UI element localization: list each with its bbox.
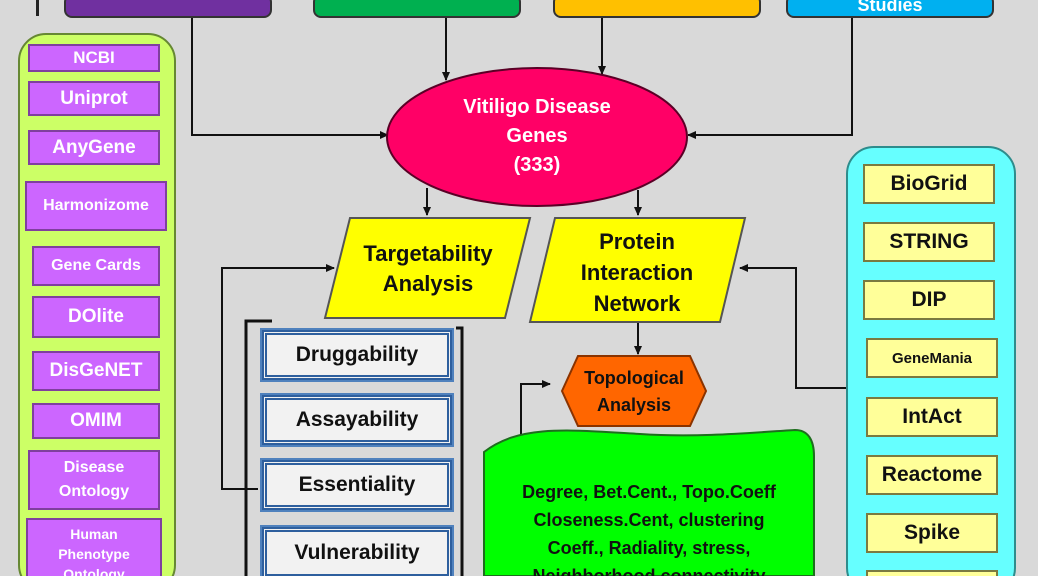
topological-line: Analysis: [596, 395, 672, 415]
database-partial: [866, 570, 998, 576]
database-label: Human Phenotype Ontology: [58, 526, 130, 576]
targetability-line: Analysis: [382, 271, 474, 296]
database-label: STRING: [889, 230, 969, 253]
connector-arrow: [221, 264, 335, 490]
connector-arrow: [687, 18, 853, 139]
vitiligo-genes-ellipse: [386, 67, 688, 207]
database-uniprot: Uniprot: [28, 81, 160, 116]
database-string: STRING: [863, 222, 995, 262]
metric-essentiality: Essentiality: [260, 458, 454, 512]
top-source-label: Studies: [857, 0, 923, 15]
database-label: Spike: [903, 521, 961, 544]
database-label: Gene Cards: [51, 257, 141, 274]
database-spike: Spike: [866, 513, 998, 553]
database-biogrid: BioGrid: [863, 164, 995, 204]
database-human-phenotype-ontology: Human Phenotype Ontology: [26, 518, 162, 576]
database-label: BioGrid: [890, 172, 968, 195]
database-label: NCBI: [73, 48, 115, 67]
network-measures-text: Degree, Bet.Cent., Topo.Coeff Closeness.…: [484, 478, 814, 576]
database-label: DisGeNET: [49, 360, 143, 381]
metric-label: Vulnerability: [294, 541, 420, 564]
database-label: Harmonizome: [43, 197, 149, 214]
metric-druggability: Druggability: [260, 328, 454, 382]
database-anygene: AnyGene: [28, 130, 160, 165]
database-disgenet: DisGeNET: [32, 351, 160, 391]
topological-label: Topological Analysis: [564, 365, 704, 419]
database-gene-cards: Gene Cards: [32, 246, 160, 286]
metric-vulnerability: Vulnerability: [260, 525, 454, 576]
ppi-line: Interaction: [580, 260, 694, 285]
topological-line: Topological: [584, 368, 684, 388]
left-edge-line: [36, 0, 39, 16]
database-ncbi: NCBI: [28, 44, 160, 72]
connector-arrow: [191, 18, 389, 139]
database-label: AnyGene: [52, 136, 136, 158]
metrics-bracket: [244, 319, 272, 576]
targetability-label: Targetability Analysis: [338, 239, 518, 299]
database-omim: OMIM: [32, 403, 160, 439]
network-measure-line: Closeness.Cent, clustering: [533, 510, 765, 530]
metric-label: Essentiality: [298, 473, 416, 496]
database-label: GeneMania: [891, 349, 973, 367]
metric-label: Druggability: [295, 343, 419, 366]
database-dip: DIP: [863, 280, 995, 320]
ppi-line: Protein: [599, 229, 675, 254]
database-label: DOlite: [68, 306, 124, 327]
targetability-parallelogram: [323, 217, 532, 319]
genes-label-line: Genes: [506, 125, 568, 147]
ppi-parallelogram: [528, 217, 747, 323]
network-measures-shape: [483, 428, 815, 576]
topological-hexagon: [560, 355, 708, 427]
genes-label: Vitiligo Disease Genes (333): [437, 93, 637, 180]
ppi-label: Protein Interaction Network: [547, 226, 727, 319]
database-label: OMIM: [70, 410, 122, 431]
database-intact: IntAct: [866, 397, 998, 437]
metric-label: Assayability: [295, 408, 419, 431]
database-label: IntAct: [902, 405, 962, 428]
database-harmonizome: Harmonizome: [25, 181, 167, 231]
database-label: Reactome: [881, 463, 983, 486]
top-source-box-1: [64, 0, 272, 18]
database-dolite: DOlite: [32, 296, 160, 338]
ppi-line: Network: [593, 291, 681, 316]
top-source-box-3: [553, 0, 761, 18]
network-measure-line: Coeff., Radiality, stress,: [547, 538, 751, 558]
database-label: Uniprot: [60, 87, 128, 109]
top-source-box-4: Studies: [786, 0, 994, 18]
metric-assayability: Assayability: [260, 393, 454, 447]
database-label: DIP: [911, 288, 947, 311]
connector-arrow: [739, 264, 846, 389]
metrics-bracket: [456, 326, 464, 576]
top-source-box-2: [313, 0, 521, 18]
database-label: Disease Ontology: [58, 459, 130, 500]
database-genemania: GeneMania: [866, 338, 998, 378]
database-disease-ontology: Disease Ontology: [28, 450, 160, 510]
genes-label-line: Vitiligo Disease: [463, 96, 611, 118]
genes-count: (333): [513, 154, 561, 176]
network-measure-line: Degree, Bet.Cent., Topo.Coeff: [522, 482, 776, 502]
database-reactome: Reactome: [866, 455, 998, 495]
targetability-line: Targetability: [363, 241, 493, 266]
network-measure-line: Neighborhood connectivity: [532, 566, 766, 576]
